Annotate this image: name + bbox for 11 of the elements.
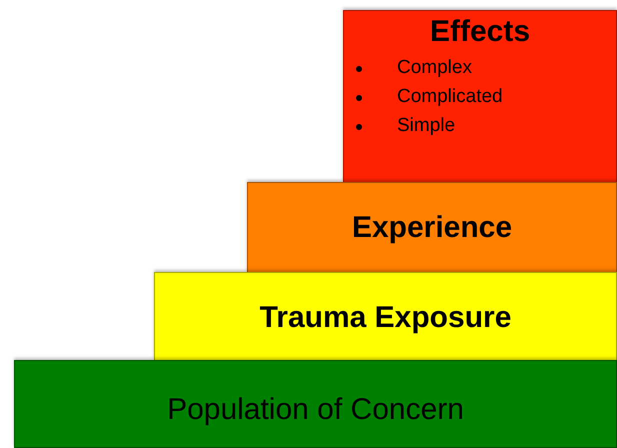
bullet-item: Complicated — [397, 86, 503, 108]
step-box — [14, 360, 617, 448]
step-box — [247, 182, 617, 273]
step-label: Effects — [430, 15, 530, 49]
step-box — [154, 272, 617, 361]
bullet-item: Complex — [397, 57, 472, 79]
step-label: Trauma Exposure — [260, 301, 512, 335]
step-label: Experience — [352, 211, 512, 245]
bullet-item: Simple — [397, 115, 456, 137]
step-label: Population of Concern — [167, 393, 464, 427]
step-box — [343, 10, 617, 183]
